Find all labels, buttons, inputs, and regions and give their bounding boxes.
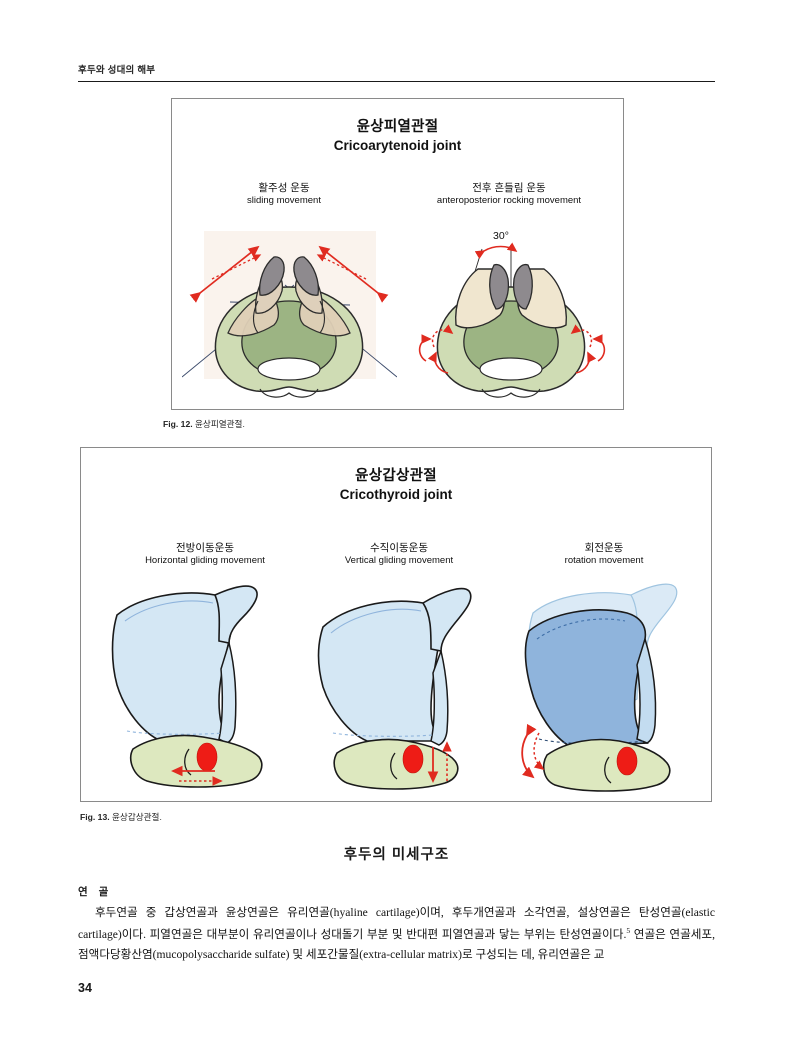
panel-label-ko: 전방이동운동 bbox=[176, 542, 234, 554]
figure-12-illustration-sliding bbox=[181, 227, 398, 407]
figure-13-title: 윤상갑상관절 Cricothyroid joint bbox=[81, 464, 711, 502]
running-head: 후두와 성대의 해부 bbox=[78, 65, 156, 76]
panel-label-ko: 전후 흔들림 운동 bbox=[472, 182, 546, 194]
figure-12-caption-label: Fig. 12. bbox=[163, 419, 193, 429]
page-number: 34 bbox=[78, 981, 92, 995]
figure-13-title-ko: 윤상갑상관절 bbox=[355, 468, 437, 484]
figure-13-panel-1-label: 전방이동운동 Horizontal gliding movement bbox=[99, 541, 311, 568]
panel-label-en: rotation movement bbox=[564, 555, 644, 567]
body-text-part-2: 연골은 연골세포, 점액다당황산염(mucopolysaccharide sul… bbox=[78, 927, 715, 962]
figure-12-illustration-rocking: 30° bbox=[404, 221, 619, 408]
figure-13-panel-2-label: 수직이동운동 Vertical gliding movement bbox=[304, 541, 494, 568]
panel-label-en: Vertical gliding movement bbox=[344, 555, 454, 567]
figure-12-caption: Fig. 12. 윤상피열관절. bbox=[163, 418, 245, 430]
body-text-part-1: 후두연골 중 갑상연골과 윤상연골은 유리연골(hyaline cartilag… bbox=[78, 906, 715, 941]
footnote-marker: 5 bbox=[626, 925, 631, 935]
panel-label-ko: 활주성 운동 bbox=[258, 182, 310, 194]
figure-13-caption: Fig. 13. 윤상갑상관절. bbox=[80, 811, 162, 823]
section-title: 후두의 미세구조 bbox=[343, 847, 450, 863]
header-rule bbox=[78, 81, 715, 82]
figure-12-title-en: Cricoarytenoid joint bbox=[333, 138, 462, 153]
figure-13-panel-3-label: 회전운동 rotation movement bbox=[513, 541, 695, 568]
panel-label-en: sliding movement bbox=[247, 195, 321, 207]
figure-13-caption-text: 윤상갑상관절. bbox=[112, 812, 162, 822]
figure-12-panel-1-label: 활주성 운동 sliding movement bbox=[184, 181, 384, 208]
figure-13-illustration-vertical bbox=[313, 581, 508, 798]
panel-label-en: Horizontal gliding movement bbox=[145, 555, 265, 567]
body-paragraph: 후두연골 중 갑상연골과 윤상연골은 유리연골(hyaline cartilag… bbox=[78, 903, 715, 966]
figure-13-illustration-horizontal bbox=[103, 581, 298, 798]
figure-12-frame: 윤상피열관절 Cricoarytenoid joint 활주성 운동 slidi… bbox=[171, 98, 624, 410]
panel-label-ko: 수직이동운동 bbox=[370, 542, 428, 554]
figure-12-title: 윤상피열관절 Cricoarytenoid joint bbox=[172, 115, 623, 153]
figure-12-caption-text: 윤상피열관절. bbox=[195, 419, 245, 429]
figure-12-panel-2-label: 전후 흔들림 운동 anteroposterior rocking moveme… bbox=[400, 181, 618, 208]
figure-13-title-en: Cricothyroid joint bbox=[339, 487, 453, 502]
panel-label-en: anteroposterior rocking movement bbox=[436, 195, 582, 207]
figure-13-frame: 윤상갑상관절 Cricothyroid joint 전방이동운동 Horizon… bbox=[80, 447, 712, 802]
subsection-heading: 연 골 bbox=[78, 886, 113, 898]
angle-annotation: 30° bbox=[493, 230, 509, 242]
panel-label-ko: 회전운동 bbox=[584, 542, 624, 554]
figure-13-caption-label: Fig. 13. bbox=[80, 812, 110, 822]
page-header: 후두와 성대의 해부 bbox=[78, 62, 715, 82]
figure-12-title-ko: 윤상피열관절 bbox=[356, 119, 439, 135]
figure-13-illustration-rotation bbox=[521, 581, 716, 798]
